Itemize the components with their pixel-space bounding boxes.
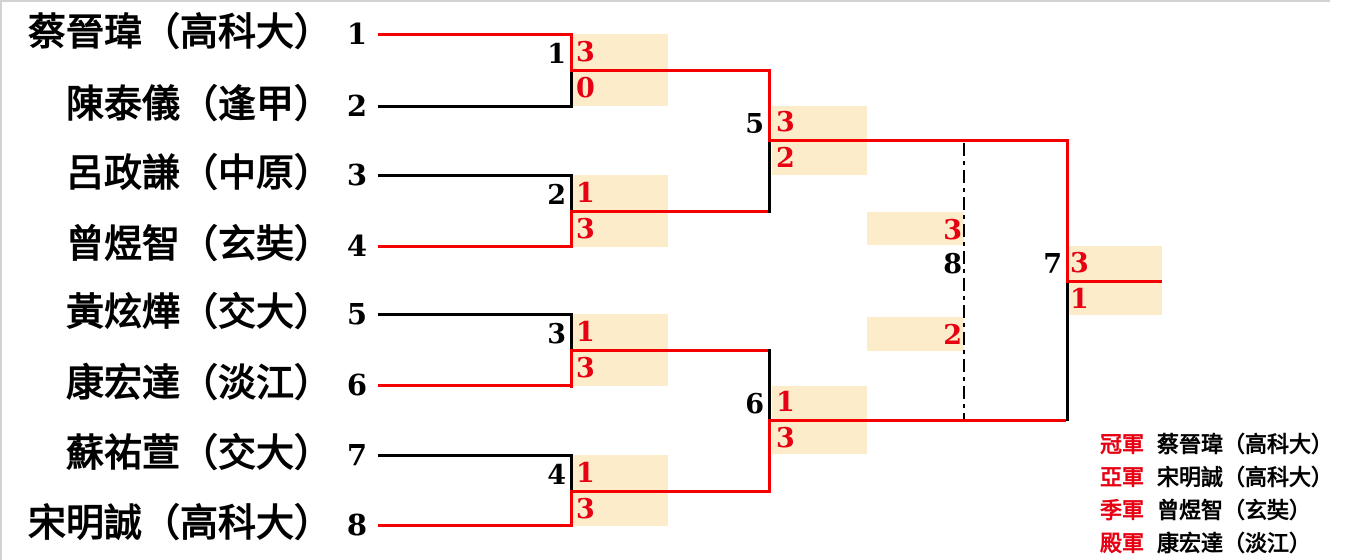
match-number: 7 [1043,249,1062,280]
winner-line-match2 [570,210,768,213]
bracket-line [570,454,573,493]
match-number: 2 [547,180,566,211]
player-line-2 [378,105,570,108]
match-number: 4 [547,460,566,491]
page-border-top [0,0,1330,2]
player-line-6 [378,384,570,387]
bracket-line [570,313,573,353]
player-name: 黃炫燁（交大） [65,289,332,334]
standing-rank: 亞軍 [1100,465,1145,491]
player-seed: 2 [346,89,368,123]
player-name: 陳泰儀（逢甲） [65,81,332,126]
match-score-bottom: 3 [776,423,795,454]
match-score-top: 1 [776,387,795,418]
player-line-5 [378,313,570,316]
match-score-bottom: 2 [776,143,795,174]
score-highlight-match8-top [867,212,964,245]
match-score-bottom: 1 [1070,284,1089,315]
third-place-match-line [963,143,965,419]
match-number: 5 [745,109,764,140]
match-score-top: 1 [576,458,595,489]
match-number: 3 [547,319,566,350]
player-seed: 3 [346,158,368,192]
bracket-line [570,69,573,108]
player-seed: 1 [346,17,368,51]
bracket-line [570,33,573,72]
page-border-left [0,0,2,560]
player-name: 呂政謙（中原） [65,150,332,195]
player-name: 康宏達（淡江） [65,360,332,405]
player-seed: 8 [346,508,368,542]
player-name: 宋明誠（高科大） [27,500,332,545]
standing-row-champion: 冠軍蔡晉瑋（高科大） [1100,430,1333,460]
standing-name: 康宏達（淡江） [1157,531,1312,557]
player-seed: 6 [346,368,368,402]
player-name: 蘇祐萱（交大） [65,430,332,475]
player-line-7 [378,454,570,457]
match-score-top: 1 [576,178,595,209]
standing-rank: 殿軍 [1100,531,1145,557]
standing-rank: 季軍 [1100,498,1145,524]
bracket-line [570,174,573,213]
champion-line [1066,280,1162,283]
match-score-bottom: 3 [576,214,595,245]
standing-row-fourth: 殿軍康宏達（淡江） [1100,529,1311,559]
match-score-bottom: 0 [576,73,595,104]
match-score-top: 3 [943,215,962,246]
match-number: 1 [547,39,566,70]
match-score-bottom: 2 [943,320,962,351]
player-line-3 [378,174,570,177]
player-seed: 7 [346,438,368,472]
bracket-line [768,349,771,423]
match-score-top: 3 [776,107,795,138]
match-score-bottom: 3 [576,494,595,525]
match-number: 6 [745,389,764,420]
bracket-line [570,210,573,248]
player-name: 曾煜智（玄奘） [65,221,332,266]
winner-line-match4 [570,490,768,493]
standing-name: 曾煜智（玄奘） [1157,498,1312,524]
match-score-top: 1 [576,317,595,348]
bracket-line [768,69,771,143]
match-score-top: 3 [1070,248,1089,279]
standing-name: 宋明誠（高科大） [1157,465,1334,491]
bracket-line [768,419,771,493]
player-name: 蔡晉瑋（高科大） [27,9,332,54]
standing-row-runner-up: 亞軍宋明誠（高科大） [1100,463,1333,493]
player-seed: 4 [346,229,368,263]
winner-line-match1 [570,69,768,72]
bracket-line [570,490,573,527]
match-score-bottom: 3 [576,353,595,384]
winner-line-match5 [768,139,1066,142]
bracket-line [768,139,771,213]
player-line-4 [378,245,570,248]
standing-name: 蔡晉瑋（高科大） [1157,432,1334,458]
player-line-8 [378,524,570,527]
player-seed: 5 [346,297,368,331]
winner-line-match3 [570,349,768,352]
standing-rank: 冠軍 [1100,432,1145,458]
standing-row-third: 季軍曾煜智（玄奘） [1100,496,1311,526]
match-score-top: 3 [576,37,595,68]
bracket-line [570,349,573,388]
match-number: 8 [943,249,962,280]
winner-line-match6 [768,419,1066,422]
bracket-line [1066,281,1069,421]
player-line-1 [378,33,570,36]
bracket-line [1066,139,1069,283]
score-highlight-match8-bottom [867,317,964,351]
